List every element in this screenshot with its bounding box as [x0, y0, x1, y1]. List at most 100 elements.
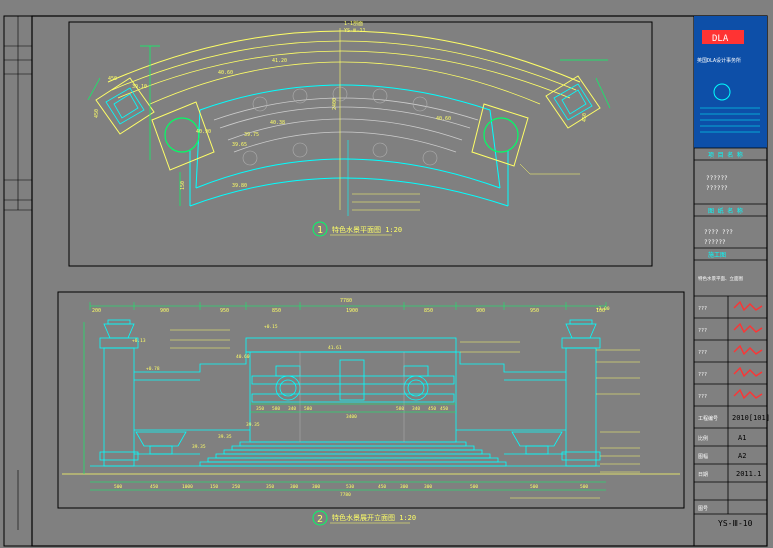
design-label: ??? — [698, 350, 707, 356]
plan-dim-1: 2400 — [332, 98, 338, 110]
signatures — [733, 300, 763, 400]
dla-logo — [702, 30, 744, 44]
sheet-number: YS-Ⅲ-10 — [718, 519, 753, 528]
review-label: ??? — [698, 394, 707, 400]
elev-bot-dim-5: 250 — [232, 484, 240, 490]
drawing-name: 特色水景平面、立面图 — [698, 275, 743, 282]
size-label: 图幅 — [698, 453, 708, 460]
elev-level-6: +1.00 — [596, 306, 610, 312]
plan-level-2: 41.20 — [272, 58, 287, 64]
elev-top-dim-8: 950 — [530, 308, 539, 314]
elev-bot-dim-10: 450 — [378, 484, 386, 490]
project-name: ?????? — [706, 175, 728, 182]
elevation-view-frame — [57, 291, 685, 509]
logo-text: DLA — [712, 34, 729, 44]
plan-level-1: 40.60 — [218, 70, 233, 76]
elev-mid-dim-2: 580 — [272, 406, 280, 412]
check-label: ??? — [698, 328, 707, 334]
plan-dim-5: 150 — [180, 181, 186, 190]
plan-level-3: 40.90 — [196, 129, 211, 135]
elev-total-top: 7780 — [340, 298, 352, 304]
elev-mid-dim-6: 580 — [396, 406, 404, 412]
elev-mid-dim-7: 340 — [412, 406, 420, 412]
elev-bot-dim-12: 300 — [424, 484, 432, 490]
elev-mid-dim-1: 350 — [256, 406, 264, 412]
elev-level-2: +0.13 — [132, 338, 146, 344]
plan-level-9: 40.60 — [436, 116, 451, 122]
elev-top-dim-5: 1900 — [346, 308, 358, 314]
elev-top-dim-6: 850 — [424, 308, 433, 314]
elev-top-dim-1: 200 — [92, 308, 101, 314]
elev-bot-dim-15: 500 — [580, 484, 588, 490]
elev-mid-dim-8: 450 — [428, 406, 436, 412]
project-sub: ???? ??? — [704, 229, 733, 236]
elev-top-dim-2: 900 — [160, 308, 169, 314]
date-label: 日期 — [698, 472, 708, 478]
project-no: 2010[101] — [732, 414, 770, 422]
elev-bot-dim-4: 150 — [210, 484, 218, 490]
scale-value: A1 — [738, 434, 746, 442]
elev-bot-dim-6: 350 — [266, 484, 274, 490]
elev-mid-dim-9: 450 — [440, 406, 448, 412]
elev-top-dim-7: 900 — [476, 308, 485, 314]
elev-level-4: 40.60 — [236, 354, 250, 360]
plan-view-frame — [68, 21, 653, 267]
plan-label-section: 1-1剖面 — [344, 20, 363, 27]
elev-mid-dim-4: 580 — [304, 406, 312, 412]
elev-level-5: 41.61 — [328, 345, 342, 351]
approve-label: ??? — [698, 372, 707, 378]
elevation-view-title: 特色水景展开立面图 1:20 — [332, 513, 416, 522]
plan-label-section-ref: YS-Ⅲ-11 — [344, 28, 366, 34]
drawn-label: ??? — [698, 306, 707, 312]
scale-label: 比例 — [698, 435, 708, 442]
plan-level-5: 39.65 — [232, 142, 247, 148]
elev-bot-dim-1: 500 — [114, 484, 122, 490]
sheet-label: 图号 — [698, 506, 708, 512]
elev-level-3: +0.78 — [146, 366, 160, 372]
drawing-label: 图 纸 名 称 — [708, 207, 743, 215]
elev-bot-dim-11: 300 — [400, 484, 408, 490]
title-block: DLA 英国DLA设计事务所 — [693, 15, 770, 547]
elevation-title-block: 2 特色水景展开立面图 1:20 — [312, 510, 416, 526]
elev-mid-dim-3: 340 — [288, 406, 296, 412]
phase-label: 施工图 — [708, 251, 726, 259]
plan-drawing — [87, 28, 611, 216]
project-no-label: 工程编号 — [698, 415, 718, 422]
elev-bot-dim-14: 500 — [530, 484, 538, 490]
elevation-view-number: 2 — [317, 514, 323, 525]
date-value: 2011.1 — [736, 470, 761, 478]
plan-dim-3: 450 — [582, 113, 588, 122]
plan-level-6: 40.38 — [270, 120, 285, 126]
plan-view-number: 1 — [317, 225, 323, 236]
elev-bot-dim-8: 300 — [312, 484, 320, 490]
elev-mid-dim-5: 3400 — [346, 414, 357, 420]
project-name-3: ?????? — [704, 239, 726, 246]
elev-bot-dim-9: 530 — [346, 484, 354, 490]
elev-top-dim-3: 950 — [220, 308, 229, 314]
plan-level-8: 39.80 — [232, 183, 247, 189]
plan-level-7: 39.10 — [132, 84, 147, 90]
size-value: A2 — [738, 452, 746, 460]
plan-dim-2: 450 — [108, 76, 117, 82]
project-name-2: ?????? — [706, 185, 728, 192]
firm-name: 英国DLA设计事务所 — [697, 57, 741, 64]
plan-title-block: 1 特色水景平面图 1:20 — [312, 221, 402, 237]
elev-total-bottom: 7780 — [340, 492, 351, 498]
elev-bot-dim-7: 300 — [290, 484, 298, 490]
elev-bot-dim-2: 450 — [150, 484, 158, 490]
elev-bot-dim-13: 500 — [470, 484, 478, 490]
elev-level-7: 39.35 — [192, 444, 206, 450]
elev-bot-dim-3: 1000 — [182, 484, 193, 490]
elevation-drawing — [62, 302, 680, 499]
seal-icon — [713, 83, 731, 101]
plan-level-4: 39.75 — [244, 132, 259, 138]
elev-level-9: 39.35 — [246, 422, 260, 428]
elev-top-dim-9: 100 — [596, 308, 605, 314]
plan-view-title: 特色水景平面图 1:20 — [332, 225, 402, 234]
elev-level-1: +0.15 — [264, 324, 278, 330]
plan-dim-4: 450 — [94, 109, 100, 118]
elev-level-8: 39.35 — [218, 434, 232, 440]
project-label: 项 目 名 称 — [708, 151, 743, 159]
elev-top-dim-4: 850 — [272, 308, 281, 314]
